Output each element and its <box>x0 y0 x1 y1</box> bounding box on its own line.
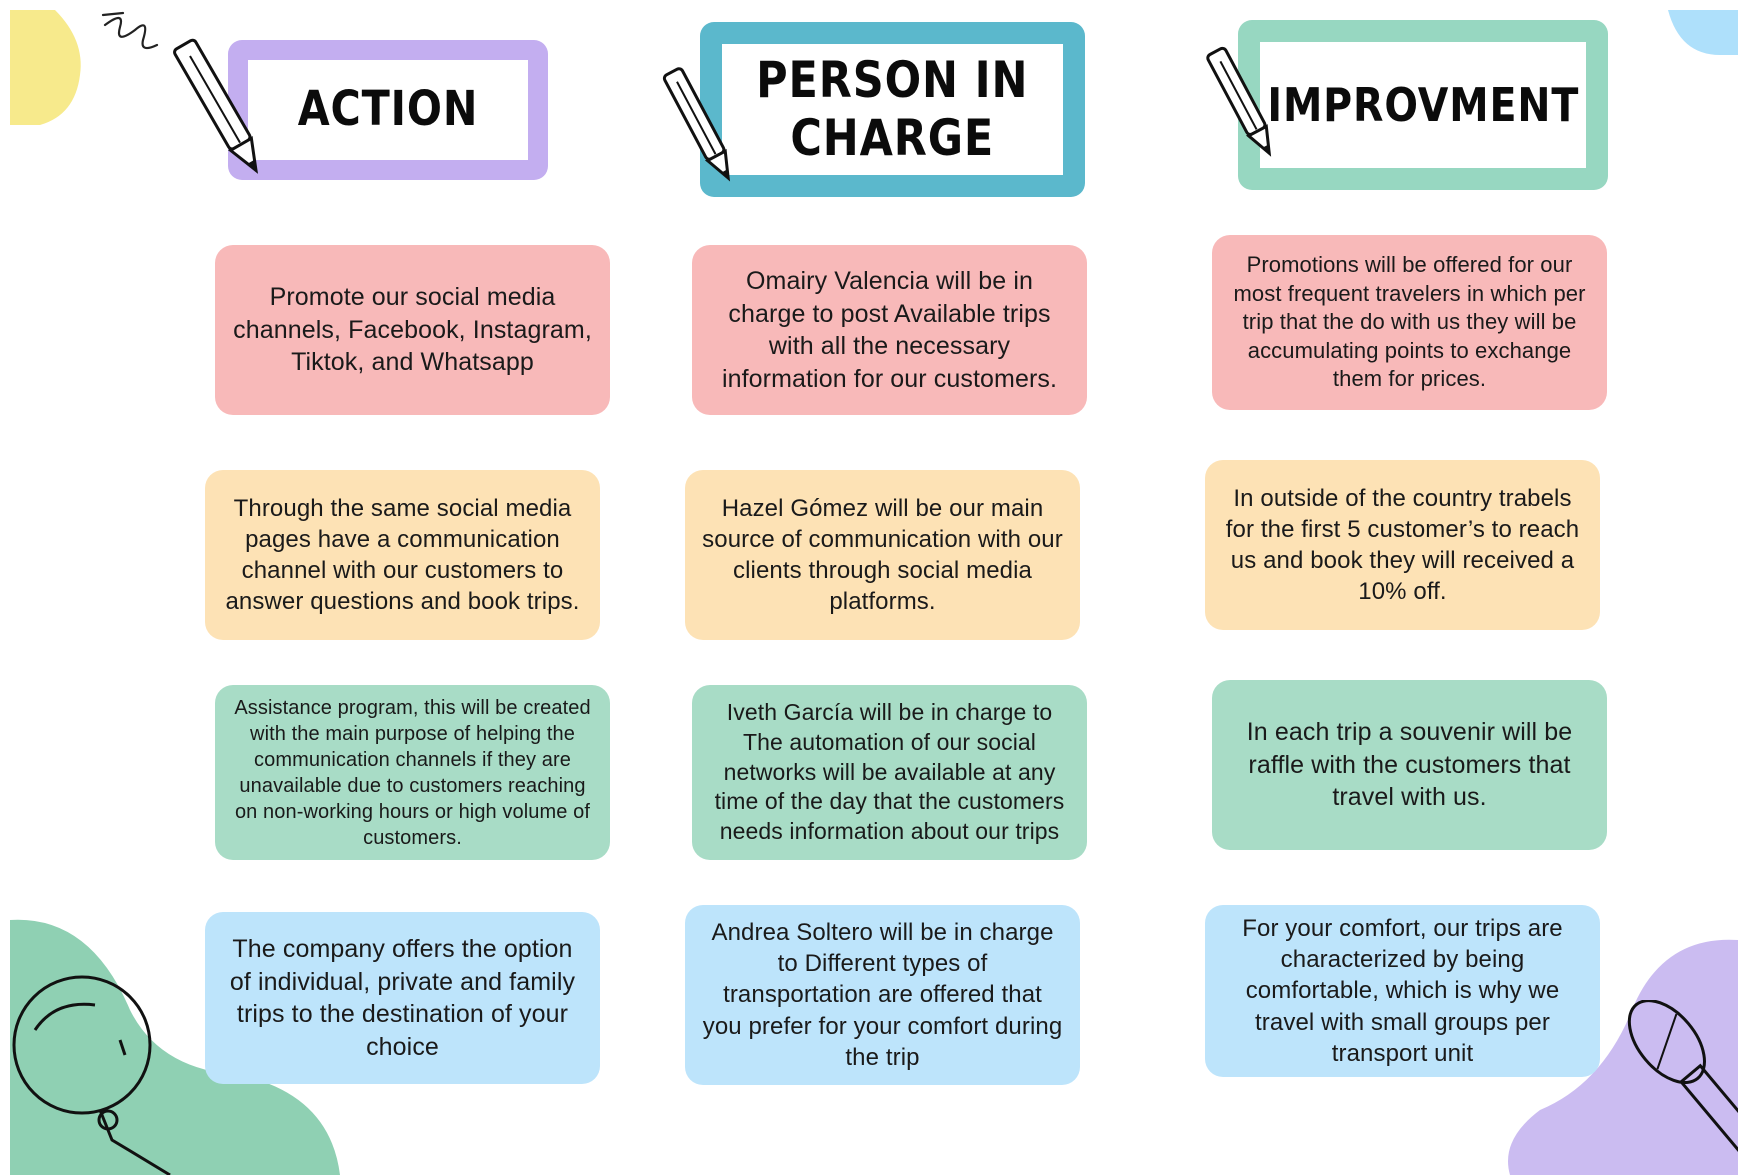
card-person-2-text: Hazel Gómez will be our main source of c… <box>702 494 1063 616</box>
card-person-1: Omairy Valencia will be in charge to pos… <box>692 245 1087 415</box>
card-person-4: Andrea Soltero will be in charge to Diff… <box>685 905 1080 1085</box>
header-person-title: PERSON IN CHARGE <box>756 51 1029 167</box>
card-action-3-text: Assistance program, this will be created… <box>234 696 591 849</box>
pencil-icon <box>1206 46 1272 157</box>
card-improvement-2: In outside of the country trabels for th… <box>1205 460 1600 630</box>
card-action-4-text: The company offers the option of individ… <box>229 935 576 1061</box>
header-improvement-title: IMPROVMENT <box>1267 77 1579 132</box>
card-improvement-1: Promotions will be offered for our most … <box>1212 235 1607 410</box>
card-person-4-text: Andrea Soltero will be in charge to Diff… <box>702 919 1063 1071</box>
decor-blue-shape <box>1668 10 1738 55</box>
card-improvement-4-text: For your comfort, our trips are characte… <box>1242 915 1563 1067</box>
card-action-2-text: Through the same social media pages have… <box>225 494 580 616</box>
card-action-4: The company offers the option of individ… <box>205 912 600 1084</box>
magnifier-icon <box>12 975 171 1175</box>
card-person-1-text: Omairy Valencia will be in charge to pos… <box>721 267 1058 393</box>
header-person-in-charge: PERSON IN CHARGE <box>700 22 1085 197</box>
card-improvement-4: For your comfort, our trips are characte… <box>1205 905 1600 1077</box>
header-action: ACTION <box>228 40 548 180</box>
squiggle-icon <box>101 11 159 50</box>
decor-blob-yellow <box>10 10 81 125</box>
header-action-title: ACTION <box>297 81 479 138</box>
card-person-3-text: Iveth García will be in charge to The au… <box>714 698 1065 845</box>
card-action-3: Assistance program, this will be created… <box>215 685 610 860</box>
card-improvement-3: In each trip a souvenir will be raffle w… <box>1212 680 1607 850</box>
decor-blob-purple <box>1508 939 1738 1175</box>
card-improvement-2-text: In outside of the country trabels for th… <box>1225 484 1580 606</box>
card-person-3: Iveth García will be in charge to The au… <box>692 685 1087 860</box>
card-action-1-text: Promote our social media channels, Faceb… <box>233 283 592 377</box>
microphone-icon <box>1627 1000 1738 1175</box>
card-person-2: Hazel Gómez will be our main source of c… <box>685 470 1080 640</box>
card-action-2: Through the same social media pages have… <box>205 470 600 640</box>
pencil-icon <box>173 38 259 174</box>
header-improvement: IMPROVMENT <box>1238 20 1608 190</box>
decor-yellow-shape <box>10 10 81 125</box>
decor-purple-shape <box>1508 939 1738 1175</box>
card-improvement-1-text: Promotions will be offered for our most … <box>1233 252 1586 392</box>
card-improvement-3-text: In each trip a souvenir will be raffle w… <box>1246 718 1573 812</box>
card-action-1: Promote our social media channels, Faceb… <box>215 245 610 415</box>
decor-blob-blue <box>1668 10 1738 55</box>
pencil-icon <box>662 67 731 182</box>
